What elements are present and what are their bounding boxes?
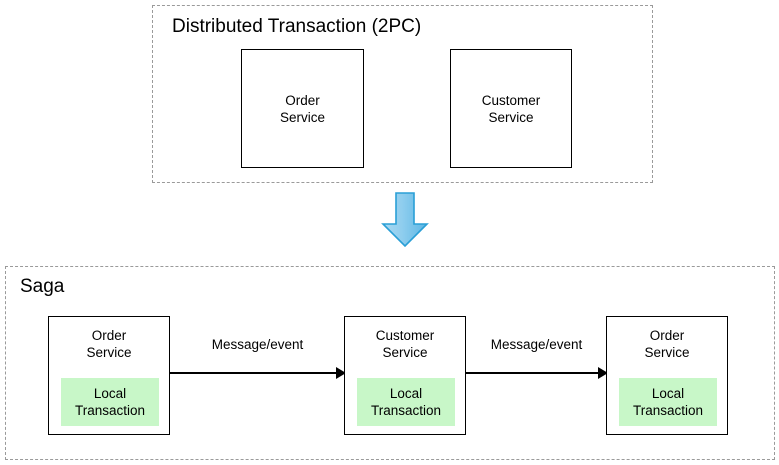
down-arrow-icon — [381, 192, 429, 247]
service-label-customer-2pc: Customer Service — [481, 93, 541, 125]
group-title-saga: Saga — [20, 276, 65, 297]
service-box-order-saga-1[interactable]: Order Service Local Transaction — [48, 316, 170, 435]
service-box-customer-saga-2[interactable]: Customer Service Local Transaction — [344, 316, 466, 435]
connector-arrow-1 — [170, 367, 346, 379]
group-title-distributed-transaction: Distributed Transaction (2PC) — [172, 16, 422, 37]
local-transaction-chip-1: Local Transaction — [61, 378, 159, 426]
connector-arrow-2 — [466, 367, 608, 379]
service-box-customer-2pc[interactable]: Customer Service — [450, 49, 572, 168]
local-transaction-chip-3: Local Transaction — [619, 378, 717, 426]
group-saga — [5, 266, 775, 460]
connector-shaft-1 — [170, 372, 345, 374]
local-transaction-chip-2: Local Transaction — [357, 378, 455, 426]
service-label-order-saga-1: Order Service — [86, 328, 132, 360]
service-box-order-saga-3[interactable]: Order Service Local Transaction — [606, 316, 728, 435]
arrowhead-icon-1 — [336, 367, 346, 379]
group-distributed-transaction — [152, 5, 653, 183]
service-box-order-2pc[interactable]: Order Service — [241, 49, 364, 168]
connector-label-message-event-1: Message/event — [211, 337, 304, 352]
connector-shaft-2 — [466, 372, 607, 374]
connector-label-message-event-2: Message/event — [490, 337, 583, 352]
service-label-order-2pc: Order Service — [279, 93, 325, 125]
service-label-customer-saga-2: Customer Service — [375, 328, 435, 360]
arrowhead-icon-2 — [598, 367, 608, 379]
service-label-order-saga-3: Order Service — [644, 328, 690, 360]
